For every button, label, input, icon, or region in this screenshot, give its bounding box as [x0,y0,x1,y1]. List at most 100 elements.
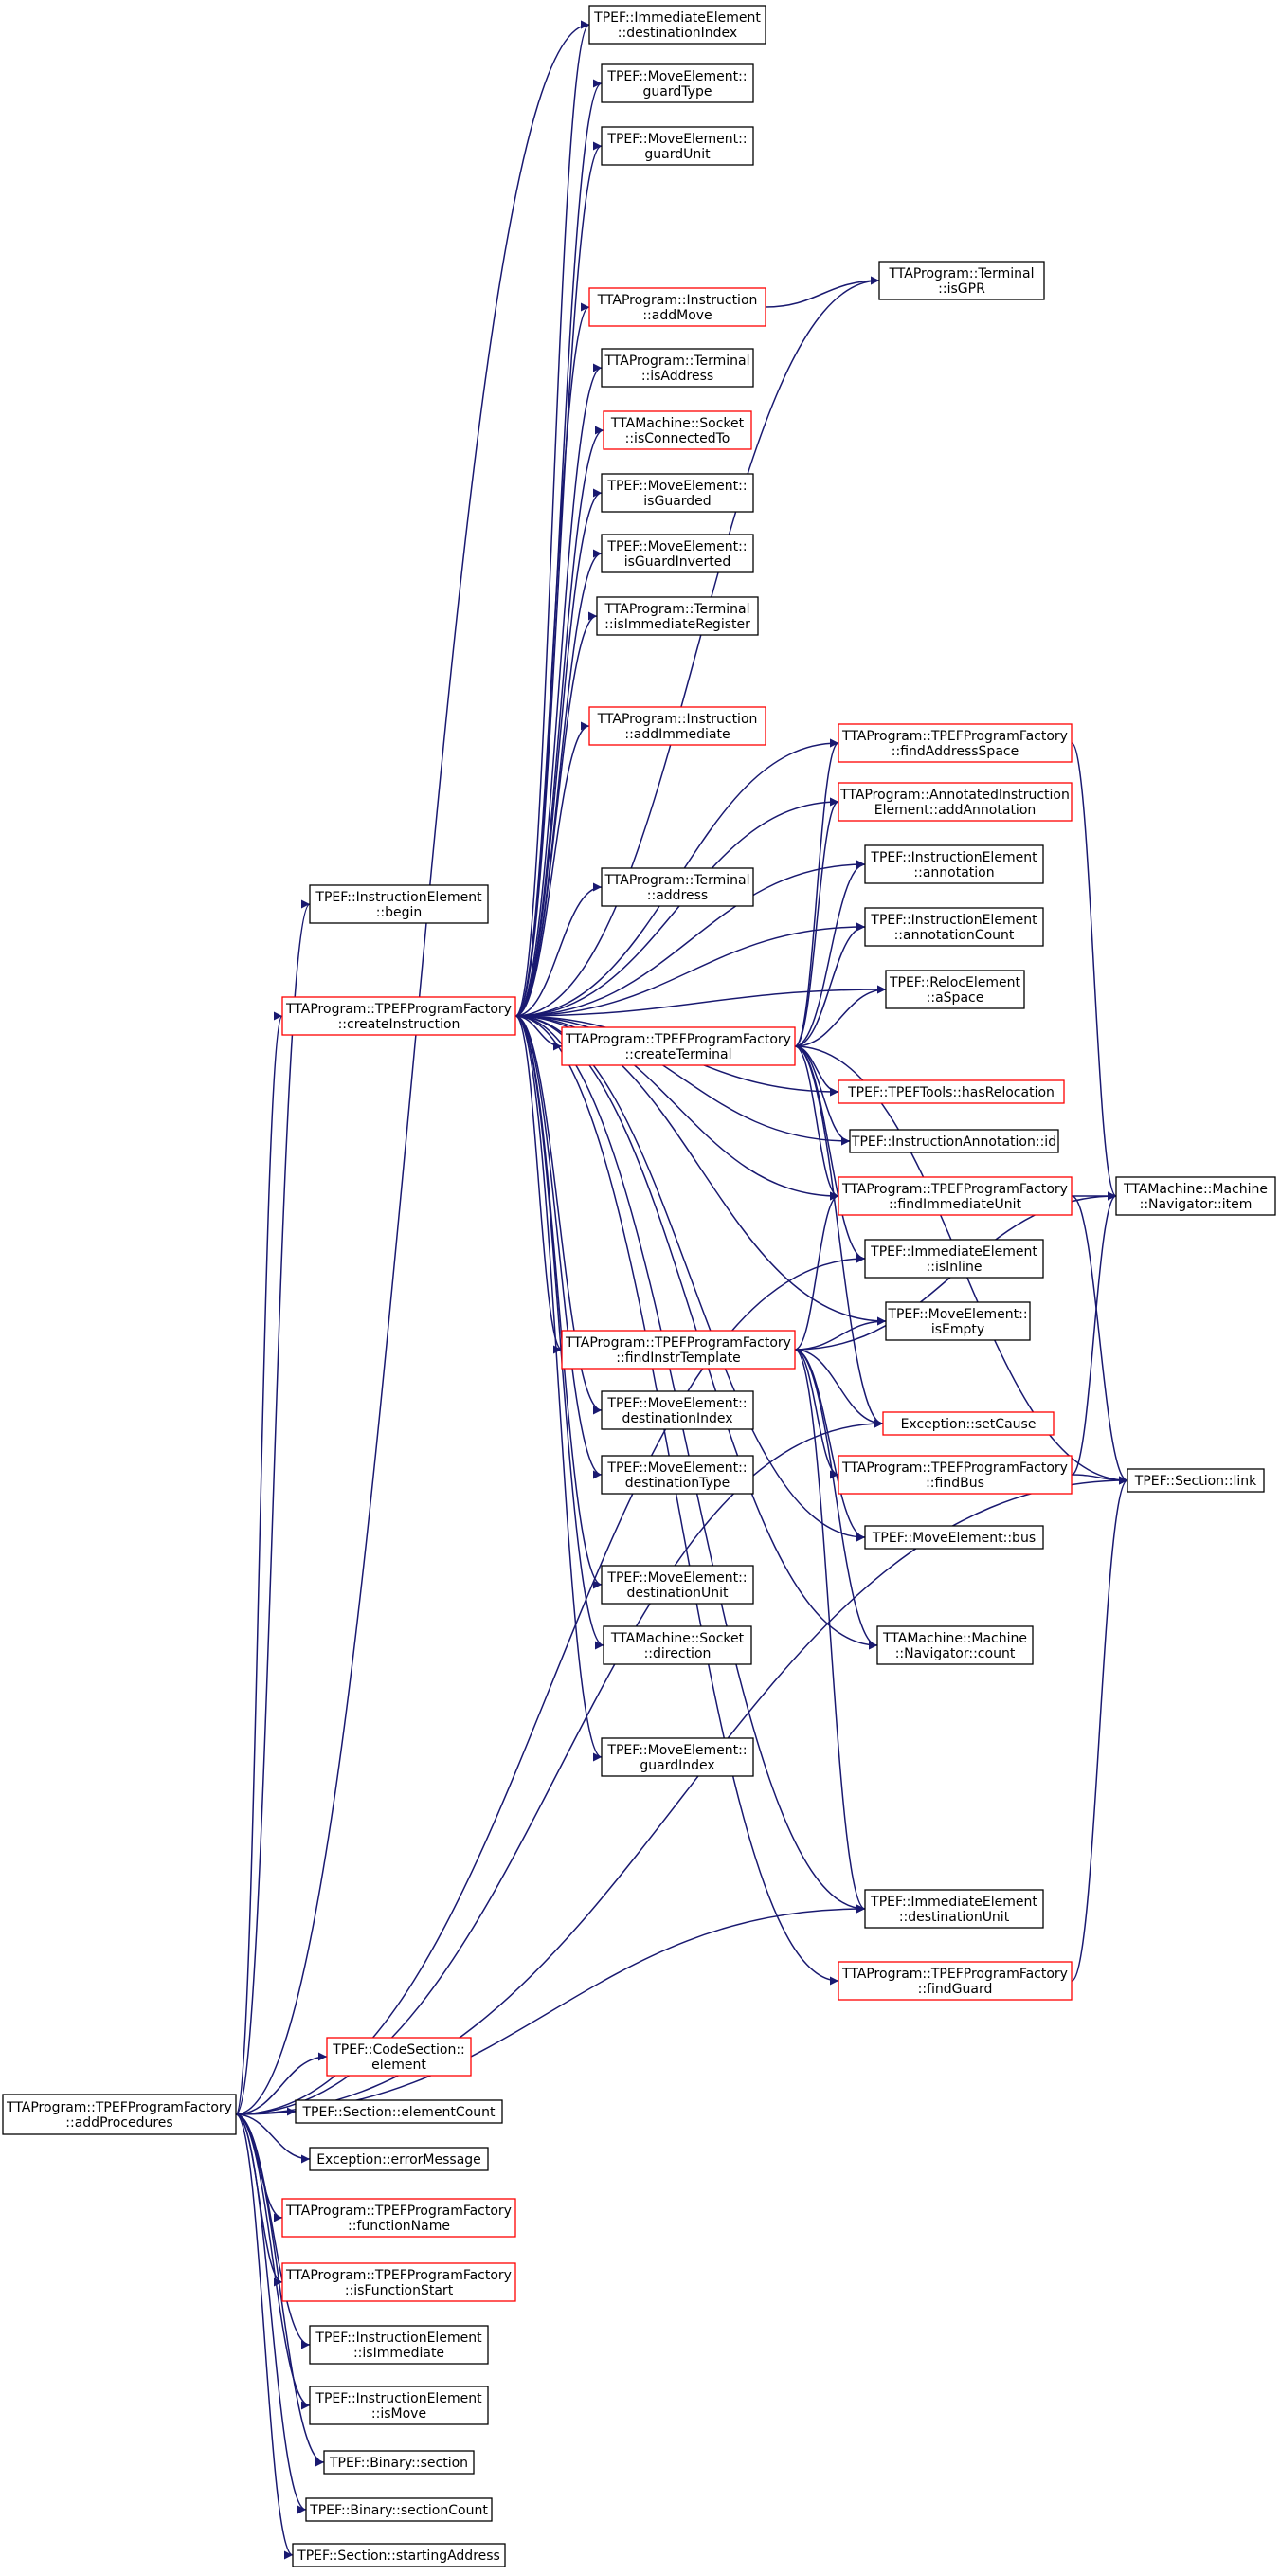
node-label: ::addImmediate [624,727,730,742]
node-me-destination-type[interactable]: TPEF::MoveElement::destinationType [601,1455,754,1495]
edge-fac-create-terminal-to-insel-annotation-count [794,922,866,1047]
node-me-bus[interactable]: TPEF::MoveElement::bus [864,1525,1044,1550]
node-insann-id[interactable]: TPEF::InstructionAnnotation::id [849,1129,1059,1153]
node-ie-destination-unit[interactable]: TPEF::ImmediateElement::destinationUnit [864,1889,1044,1929]
node-box [864,1889,1044,1929]
node-label: ::direction [644,1646,712,1661]
node-box [864,844,1044,884]
node-me-guard-index[interactable]: TPEF::MoveElement::guardIndex [601,1737,754,1777]
node-fac-find-instr-template[interactable]: TTAProgram::TPEFProgramFactory::findInst… [561,1330,796,1370]
node-box [601,1455,754,1495]
node-label: ::isGPR [938,281,985,297]
edge-fac-create-instruction-to-me-destination-index [514,1015,603,1415]
node-me-destination-index[interactable]: TPEF::MoveElement::destinationIndex [601,1390,754,1430]
node-label: isGuardInverted [624,554,731,570]
node-tools-has-relocation[interactable]: TPEF::TPEFTools::hasRelocation [838,1079,1065,1104]
node-me-guard-unit[interactable]: TPEF::MoveElement::guardUnit [601,126,754,166]
node-label: ::createTerminal [624,1047,731,1062]
node-fac-create-terminal[interactable]: TTAProgram::TPEFProgramFactory::createTe… [561,1026,796,1066]
node-insel-is-move[interactable]: TPEF::InstructionElement::isMove [309,2386,489,2425]
node-fac-find-bus[interactable]: TTAProgram::TPEFProgramFactory::findBus [838,1455,1073,1495]
node-fac-find-address-space[interactable]: TTAProgram::TPEFProgramFactory::findAddr… [838,723,1073,763]
edge-root-to-bin-section [235,2113,325,2467]
node-label: TPEF::MoveElement:: [606,479,747,494]
node-box [326,2037,472,2077]
node-label: ::isConnectedTo [625,431,730,446]
node-label: TPEF::Binary::section [329,2456,468,2471]
node-inst-add-immediate[interactable]: TTAProgram::Instruction::addImmediate [588,706,766,746]
node-label: ::createInstruction [338,1017,460,1032]
node-label: TTAProgram::Terminal [888,266,1034,281]
node-sec-starting-address[interactable]: TPEF::Section::startingAddress [292,2543,506,2567]
node-label: ::isFunctionStart [345,2283,454,2298]
node-box [878,261,1045,300]
node-me-guard-type[interactable]: TPEF::MoveElement::guardType [601,63,754,103]
node-box [2,2094,237,2135]
node-me-is-guarded[interactable]: TPEF::MoveElement::isGuarded [601,473,754,513]
node-box [295,2099,503,2124]
node-exc-set-cause[interactable]: Exception::setCause [882,1411,1055,1436]
node-cs-element[interactable]: TPEF::CodeSection::element [326,2037,472,2077]
node-ann-add-annotation[interactable]: TTAProgram::AnnotatedInstructionElement:… [838,782,1073,822]
node-sec-link[interactable]: TPEF::Section::link [1127,1468,1265,1493]
node-sock-direction[interactable]: TTAMachine::Socket::direction [603,1625,752,1665]
node-insel-is-immediate[interactable]: TPEF::InstructionElement::isImmediate [309,2325,489,2365]
edge-root-to-exc-error-message [235,2113,311,2164]
node-insel-annotation[interactable]: TPEF::InstructionElement::annotation [864,844,1044,884]
node-box [292,2543,506,2567]
node-term-is-immediate-register[interactable]: TTAProgram::Terminal::isImmediateRegiste… [596,596,759,636]
edge-fac-create-instruction-to-sock-direction [514,1015,604,1650]
node-nav-count[interactable]: TTAMachine::Machine::Navigator::count [876,1625,1034,1665]
node-label: element [371,2058,426,2073]
node-root[interactable]: TTAProgram::TPEFProgramFactory::addProce… [2,2094,237,2135]
node-term-address[interactable]: TTAProgram::Terminal::address [601,867,754,907]
node-exc-error-message[interactable]: Exception::errorMessage [309,2147,489,2171]
node-ie-is-inline[interactable]: TPEF::ImmediateElement::isInline [864,1239,1044,1279]
edge-root-to-bin-section-count [235,2113,307,2514]
node-label: TTAProgram::TPEFProgramFactory [6,2100,232,2115]
node-box [323,2450,475,2475]
node-term-is-address[interactable]: TTAProgram::Terminal::isAddress [601,348,754,388]
node-fac-find-guard[interactable]: TTAProgram::TPEFProgramFactory::findGuar… [838,1961,1073,2001]
node-box [281,2198,516,2238]
node-sec-element-count[interactable]: TPEF::Section::elementCount [295,2099,503,2124]
node-label: TTAProgram::TPEFProgramFactory [565,1335,791,1351]
node-insel-annotation-count[interactable]: TPEF::InstructionElement::annotationCoun… [864,907,1044,947]
node-fac-is-function-start[interactable]: TTAProgram::TPEFProgramFactory::isFuncti… [281,2262,516,2302]
node-label: destinationUnit [627,1586,729,1601]
node-box [838,723,1073,763]
edge-fac-create-terminal-to-insel-annotation [794,860,866,1047]
node-term-is-gpr[interactable]: TTAProgram::Terminal::isGPR [878,261,1045,300]
node-reloc-a-space[interactable]: TPEF::RelocElement::aSpace [885,970,1025,1009]
node-label: ::isMove [371,2406,426,2422]
node-bin-section-count[interactable]: TPEF::Binary::sectionCount [305,2497,493,2522]
node-fac-function-name[interactable]: TTAProgram::TPEFProgramFactory::function… [281,2198,516,2238]
call-nodes: TPEF::ImmediateElement::destinationIndex… [2,5,1276,2567]
node-fac-find-immediate-unit[interactable]: TTAProgram::TPEFProgramFactory::findImme… [838,1176,1073,1216]
edge-fac-create-instruction-to-me-is-guarded [514,488,603,1017]
edge-fac-create-instruction-to-me-guard-index [514,1015,603,1762]
node-label: ::isImmediate [353,2346,444,2361]
node-label: TPEF::InstructionElement [315,2331,482,2346]
node-insel-begin[interactable]: TPEF::InstructionElement::begin [309,884,489,924]
edge-fac-create-instruction-to-insel-annotation [514,860,866,1017]
edge-root-to-fac-create-instruction [235,1011,283,2115]
node-nav-item[interactable]: TTAMachine::Machine::Navigator::item [1115,1176,1276,1216]
node-sock-is-connected-to[interactable]: TTAMachine::Socket::isConnectedTo [603,410,752,450]
edge-fac-find-instr-template-to-exc-set-cause [794,1349,884,1428]
node-box [1115,1176,1276,1216]
node-me-is-guard-inverted[interactable]: TPEF::MoveElement::isGuardInverted [601,534,754,573]
node-bin-section[interactable]: TPEF::Binary::section [323,2450,475,2475]
edge-fac-create-instruction-to-reloc-a-space [514,985,887,1017]
node-box [588,5,766,45]
node-me-is-empty[interactable]: TPEF::MoveElement::isEmpty [885,1301,1031,1341]
node-label: TTAProgram::TPEFProgramFactory [285,2268,512,2283]
node-ie-destination-index[interactable]: TPEF::ImmediateElement::destinationIndex [588,5,766,45]
node-box [885,1301,1031,1341]
node-fac-create-instruction[interactable]: TTAProgram::TPEFProgramFactory::createIn… [281,996,516,1036]
node-inst-add-move[interactable]: TTAProgram::Instruction::addMove [588,287,766,327]
node-me-destination-unit[interactable]: TPEF::MoveElement::destinationUnit [601,1565,754,1605]
node-label: TPEF::Section::link [1134,1474,1257,1489]
node-box [601,1737,754,1777]
